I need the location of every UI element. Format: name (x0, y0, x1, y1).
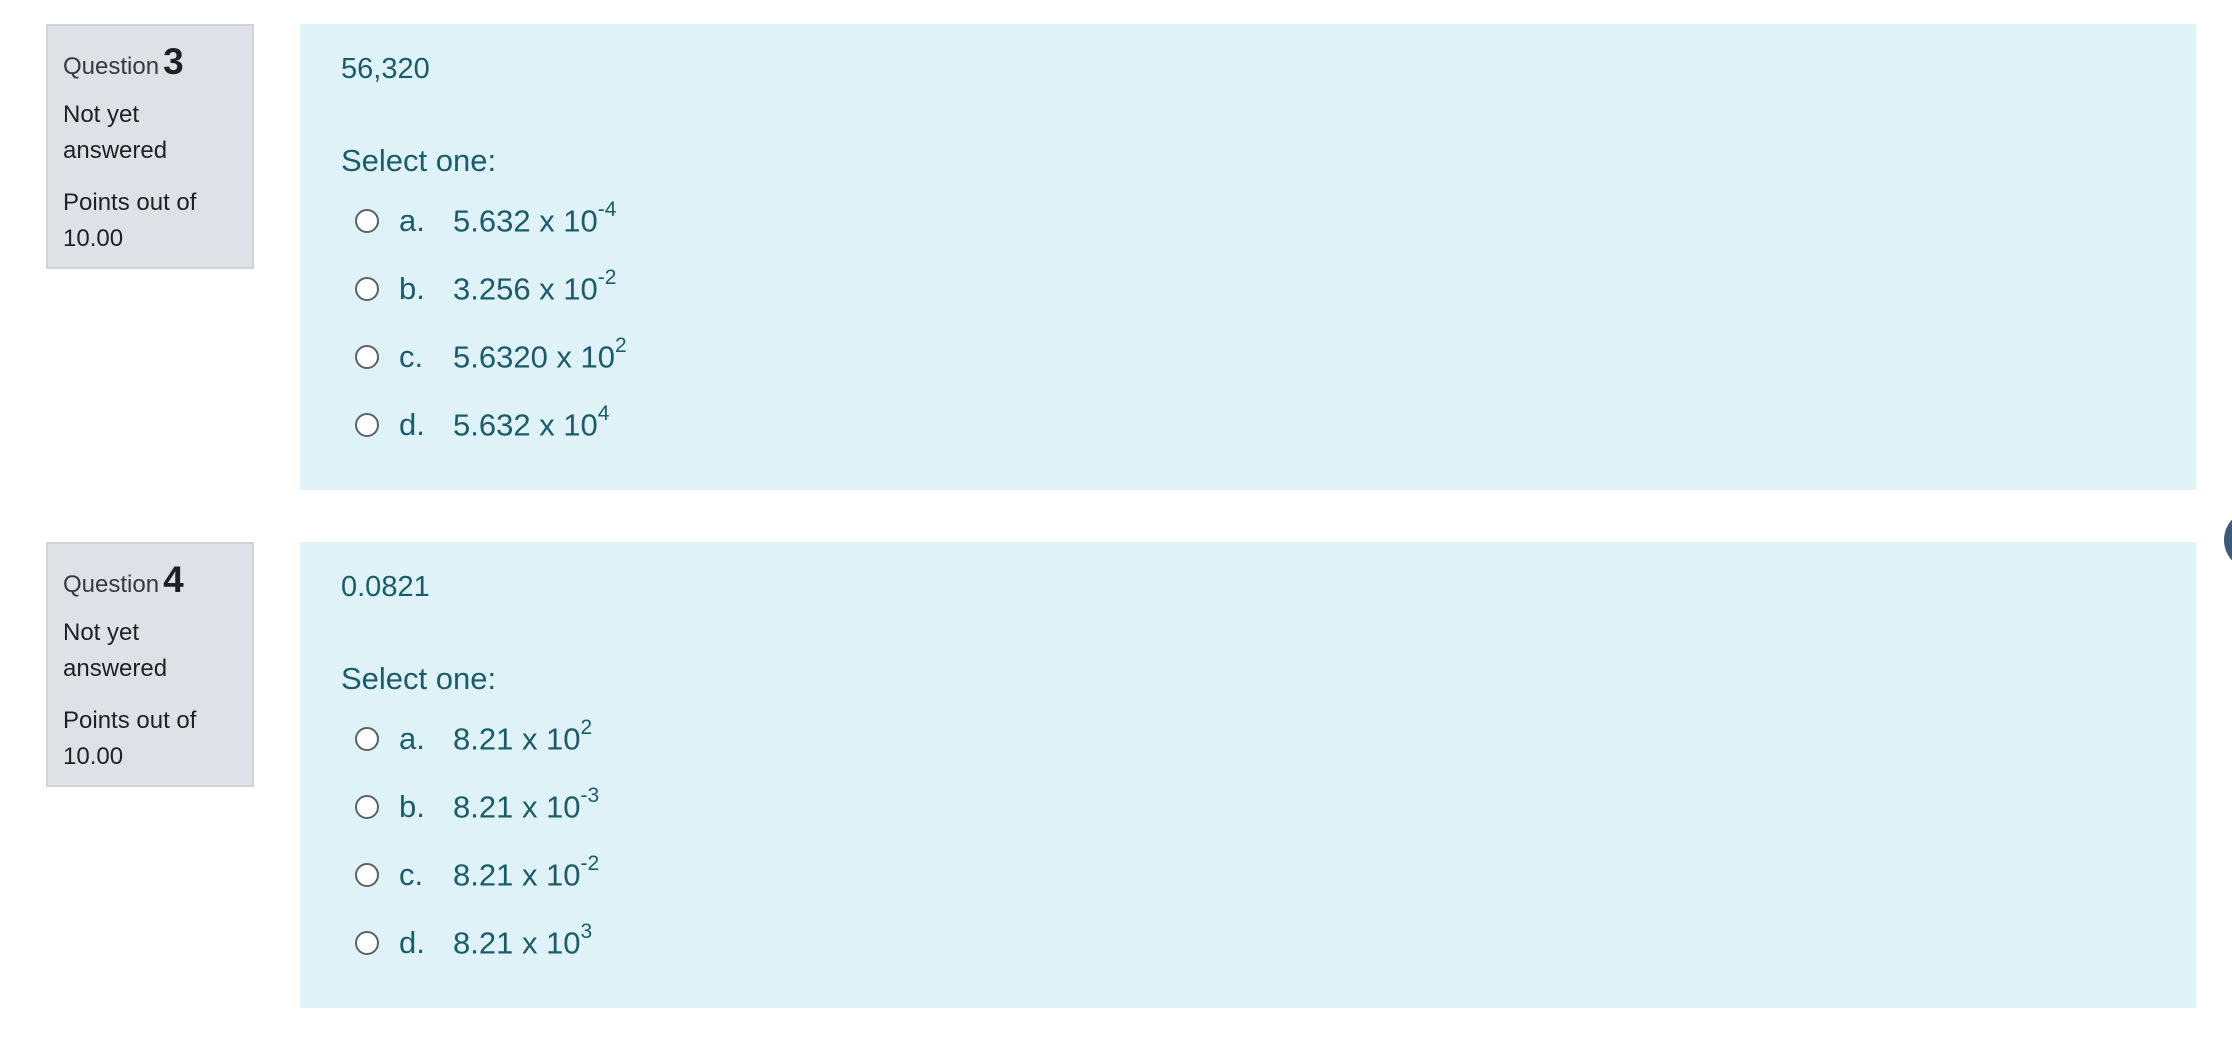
question-state: Not yet answered (63, 101, 168, 164)
answer-letter: c. (399, 857, 424, 892)
answer-letter: d. (399, 925, 425, 960)
answer-option-d[interactable]: d. 5.632 x 104 (355, 391, 627, 459)
answer-text[interactable]: 5.632 x 104 (453, 402, 610, 443)
answer-option-b[interactable]: b. 3.256 x 10-2 (355, 255, 627, 323)
question-grade: Points out of 10.00 (63, 189, 197, 252)
radio-button[interactable] (355, 345, 379, 369)
answer-letter: c. (399, 339, 424, 374)
answer-text[interactable]: 5.6320 x 102 (453, 334, 627, 375)
radio-button[interactable] (355, 277, 379, 301)
answer-list: a. 5.632 x 10-4 b. 3.256 x 10-2 c. 5.632… (355, 187, 627, 459)
answer-option-d[interactable]: d. 8.21 x 103 (355, 909, 599, 977)
answer-text[interactable]: 8.21 x 10-2 (453, 852, 600, 893)
question-label: Question (63, 53, 160, 80)
radio-button[interactable] (355, 863, 379, 887)
question-text: 56,320 (341, 53, 430, 85)
radio-button[interactable] (355, 795, 379, 819)
question-number-value: 4 (163, 559, 184, 600)
select-one-prompt: Select one: (341, 143, 497, 178)
answer-letter: a. (399, 721, 425, 756)
question-text: 0.0821 (341, 571, 430, 603)
select-one-prompt: Select one: (341, 661, 497, 696)
radio-button[interactable] (355, 413, 379, 437)
answer-option-c[interactable]: c. 8.21 x 10-2 (355, 841, 599, 909)
answer-letter: a. (399, 203, 425, 238)
answer-text[interactable]: 8.21 x 103 (453, 920, 593, 961)
question-number-value: 3 (163, 41, 184, 82)
radio-button[interactable] (355, 931, 379, 955)
answer-letter: d. (399, 407, 425, 442)
answer-option-a[interactable]: a. 8.21 x 102 (355, 705, 599, 773)
question-state: Not yet answered (63, 619, 168, 682)
answer-text[interactable]: 5.632 x 10-4 (453, 198, 617, 239)
answer-option-c[interactable]: c. 5.6320 x 102 (355, 323, 627, 391)
question-content: 56,320 Select one: a. 5.632 x 10-4 b. 3.… (300, 24, 2196, 490)
answer-letter: b. (399, 789, 425, 824)
radio-button[interactable] (355, 209, 379, 233)
answer-text[interactable]: 8.21 x 10-3 (453, 784, 600, 825)
answer-list: a. 8.21 x 102 b. 8.21 x 10-3 c. 8.21 x 1… (355, 705, 599, 977)
floating-action-button[interactable] (2224, 510, 2232, 570)
answer-option-a[interactable]: a. 5.632 x 10-4 (355, 187, 627, 255)
radio-button[interactable] (355, 727, 379, 751)
question-label: Question (63, 571, 160, 598)
answer-letter: b. (399, 271, 425, 306)
question-grade: Points out of 10.00 (63, 707, 197, 770)
question-content: 0.0821 Select one: a. 8.21 x 102 b. 8.21… (300, 542, 2196, 1008)
answer-option-b[interactable]: b. 8.21 x 10-3 (355, 773, 599, 841)
answer-text[interactable]: 8.21 x 102 (453, 716, 593, 757)
answer-text[interactable]: 3.256 x 10-2 (453, 266, 617, 307)
